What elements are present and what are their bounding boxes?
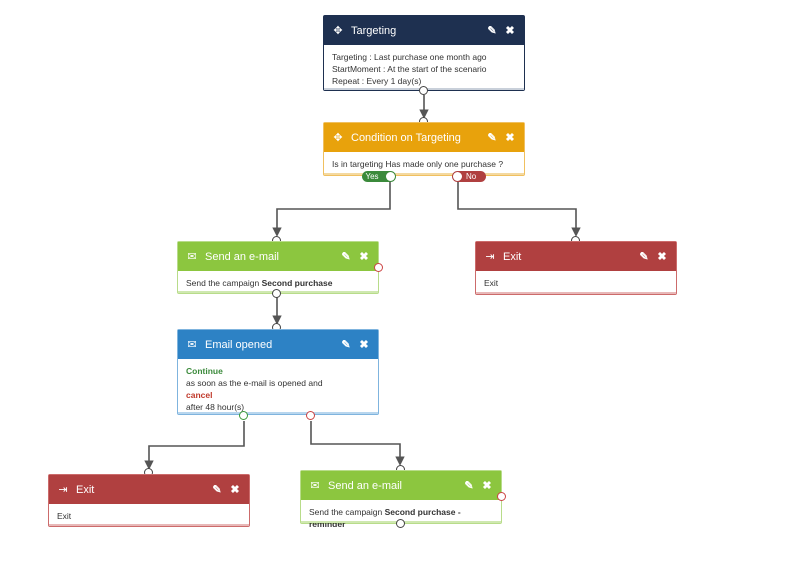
targeting-line: Targeting : Last purchase one month ago [332, 52, 487, 62]
email-opened-node[interactable]: ✉ Email opened ✎ ✖ Continue as soon as t… [177, 329, 379, 415]
condition-body: Is in targeting Has made only one purcha… [324, 152, 524, 176]
edit-icon[interactable]: ✎ [639, 251, 649, 263]
exit1-title: Exit [503, 250, 522, 263]
email1-header: ✉ Send an e-mail ✎ ✖ [178, 242, 378, 271]
connector-notopened-email [310, 421, 405, 466]
envelope-open-icon: ✉ [187, 339, 197, 351]
condition-node[interactable]: ✥ Condition on Targeting ✎ ✖ Is in targe… [323, 122, 525, 176]
opened-body: Continue as soon as the e-mail is opened… [178, 359, 378, 419]
opened-header: ✉ Email opened ✎ ✖ [178, 330, 378, 359]
node-footer [324, 173, 524, 175]
email1-error-port[interactable] [374, 263, 383, 272]
opened-title: Email opened [205, 338, 273, 351]
targeting-node[interactable]: ✥ Targeting ✎ ✖ Targeting : Last purchas… [323, 15, 525, 91]
connector-opened-exit [144, 421, 245, 470]
connector-yes-email [272, 180, 391, 237]
opened-yes-port[interactable] [239, 411, 248, 420]
repeat-line: Repeat : Every 1 day(s) [332, 76, 422, 86]
node-footer [476, 292, 676, 294]
campaign-prefix: Send the campaign [309, 507, 385, 517]
targeting-header: ✥ Targeting ✎ ✖ [324, 16, 524, 45]
opened-no-port[interactable] [306, 411, 315, 420]
edit-icon[interactable]: ✎ [487, 25, 497, 37]
email1-output-port[interactable] [272, 289, 281, 298]
continue-label: Continue [186, 366, 223, 376]
email2-error-port[interactable] [497, 492, 506, 501]
yes-label: Yes [365, 172, 379, 181]
edit-icon[interactable]: ✎ [464, 480, 474, 492]
edit-icon[interactable]: ✎ [341, 251, 351, 263]
yes-port-knob[interactable] [386, 172, 395, 181]
edit-icon[interactable]: ✎ [212, 484, 222, 496]
edit-icon[interactable]: ✎ [487, 132, 497, 144]
no-port-knob[interactable] [453, 172, 462, 181]
opened-condition-line: as soon as the e-mail is opened and [186, 378, 323, 388]
campaign-prefix: Send the campaign [186, 278, 262, 288]
exit2-title: Exit [76, 483, 95, 496]
sign-out-icon: ⇥ [485, 251, 495, 263]
email2-header: ✉ Send an e-mail ✎ ✖ [301, 471, 501, 500]
close-icon[interactable]: ✖ [505, 25, 515, 37]
close-icon[interactable]: ✖ [505, 132, 515, 144]
edit-icon[interactable]: ✎ [341, 339, 351, 351]
exit2-body: Exit [49, 504, 249, 528]
close-icon[interactable]: ✖ [482, 480, 492, 492]
sign-out-icon: ⇥ [58, 484, 68, 496]
crosshair-icon: ✥ [333, 25, 343, 37]
targeting-body: Targeting : Last purchase one month ago … [324, 45, 524, 93]
email1-body: Send the campaign Second purchase [178, 271, 378, 295]
targeting-title: Targeting [351, 24, 397, 37]
exit1-body: Exit [476, 271, 676, 295]
targeting-output-port[interactable] [419, 86, 428, 95]
email2-output-port[interactable] [396, 519, 405, 528]
condition-header: ✥ Condition on Targeting ✎ ✖ [324, 123, 524, 152]
envelope-icon: ✉ [187, 251, 197, 263]
send-email-node-1[interactable]: ✉ Send an e-mail ✎ ✖ Send the campaign S… [177, 241, 379, 294]
condition-title: Condition on Targeting [351, 131, 461, 144]
exit1-text: Exit [484, 278, 499, 288]
connector-no-exit [457, 180, 581, 237]
exit2-text: Exit [57, 511, 72, 521]
condition-line: Is in targeting Has made only one purcha… [332, 159, 504, 169]
cancel-label: cancel [186, 390, 213, 400]
start-moment-line: StartMoment : At the start of the scenar… [332, 64, 487, 74]
node-footer [49, 524, 249, 526]
exit-node-2[interactable]: ⇥ Exit ✎ ✖ Exit [48, 474, 250, 527]
close-icon[interactable]: ✖ [230, 484, 240, 496]
email1-title: Send an e-mail [205, 250, 279, 263]
node-footer [178, 412, 378, 414]
crosshair-icon: ✥ [333, 132, 343, 144]
close-icon[interactable]: ✖ [657, 251, 667, 263]
exit2-header: ⇥ Exit ✎ ✖ [49, 475, 249, 504]
exit1-header: ⇥ Exit ✎ ✖ [476, 242, 676, 271]
yes-branch-pill[interactable]: Yes [362, 171, 396, 182]
email2-title: Send an e-mail [328, 479, 402, 492]
no-branch-pill[interactable]: No [452, 171, 486, 182]
email2-body: Send the campaign Second purchase - remi… [301, 500, 501, 536]
send-email-node-2[interactable]: ✉ Send an e-mail ✎ ✖ Send the campaign S… [300, 470, 502, 529]
timeout-line: after 48 hour(s) [186, 402, 245, 412]
envelope-icon: ✉ [310, 480, 320, 492]
no-label: No [466, 172, 477, 181]
campaign-name: Second purchase - reminder [309, 507, 461, 529]
campaign-name: Second purchase [261, 278, 333, 288]
close-icon[interactable]: ✖ [359, 339, 369, 351]
exit-node-1[interactable]: ⇥ Exit ✎ ✖ Exit [475, 241, 677, 295]
close-icon[interactable]: ✖ [359, 251, 369, 263]
